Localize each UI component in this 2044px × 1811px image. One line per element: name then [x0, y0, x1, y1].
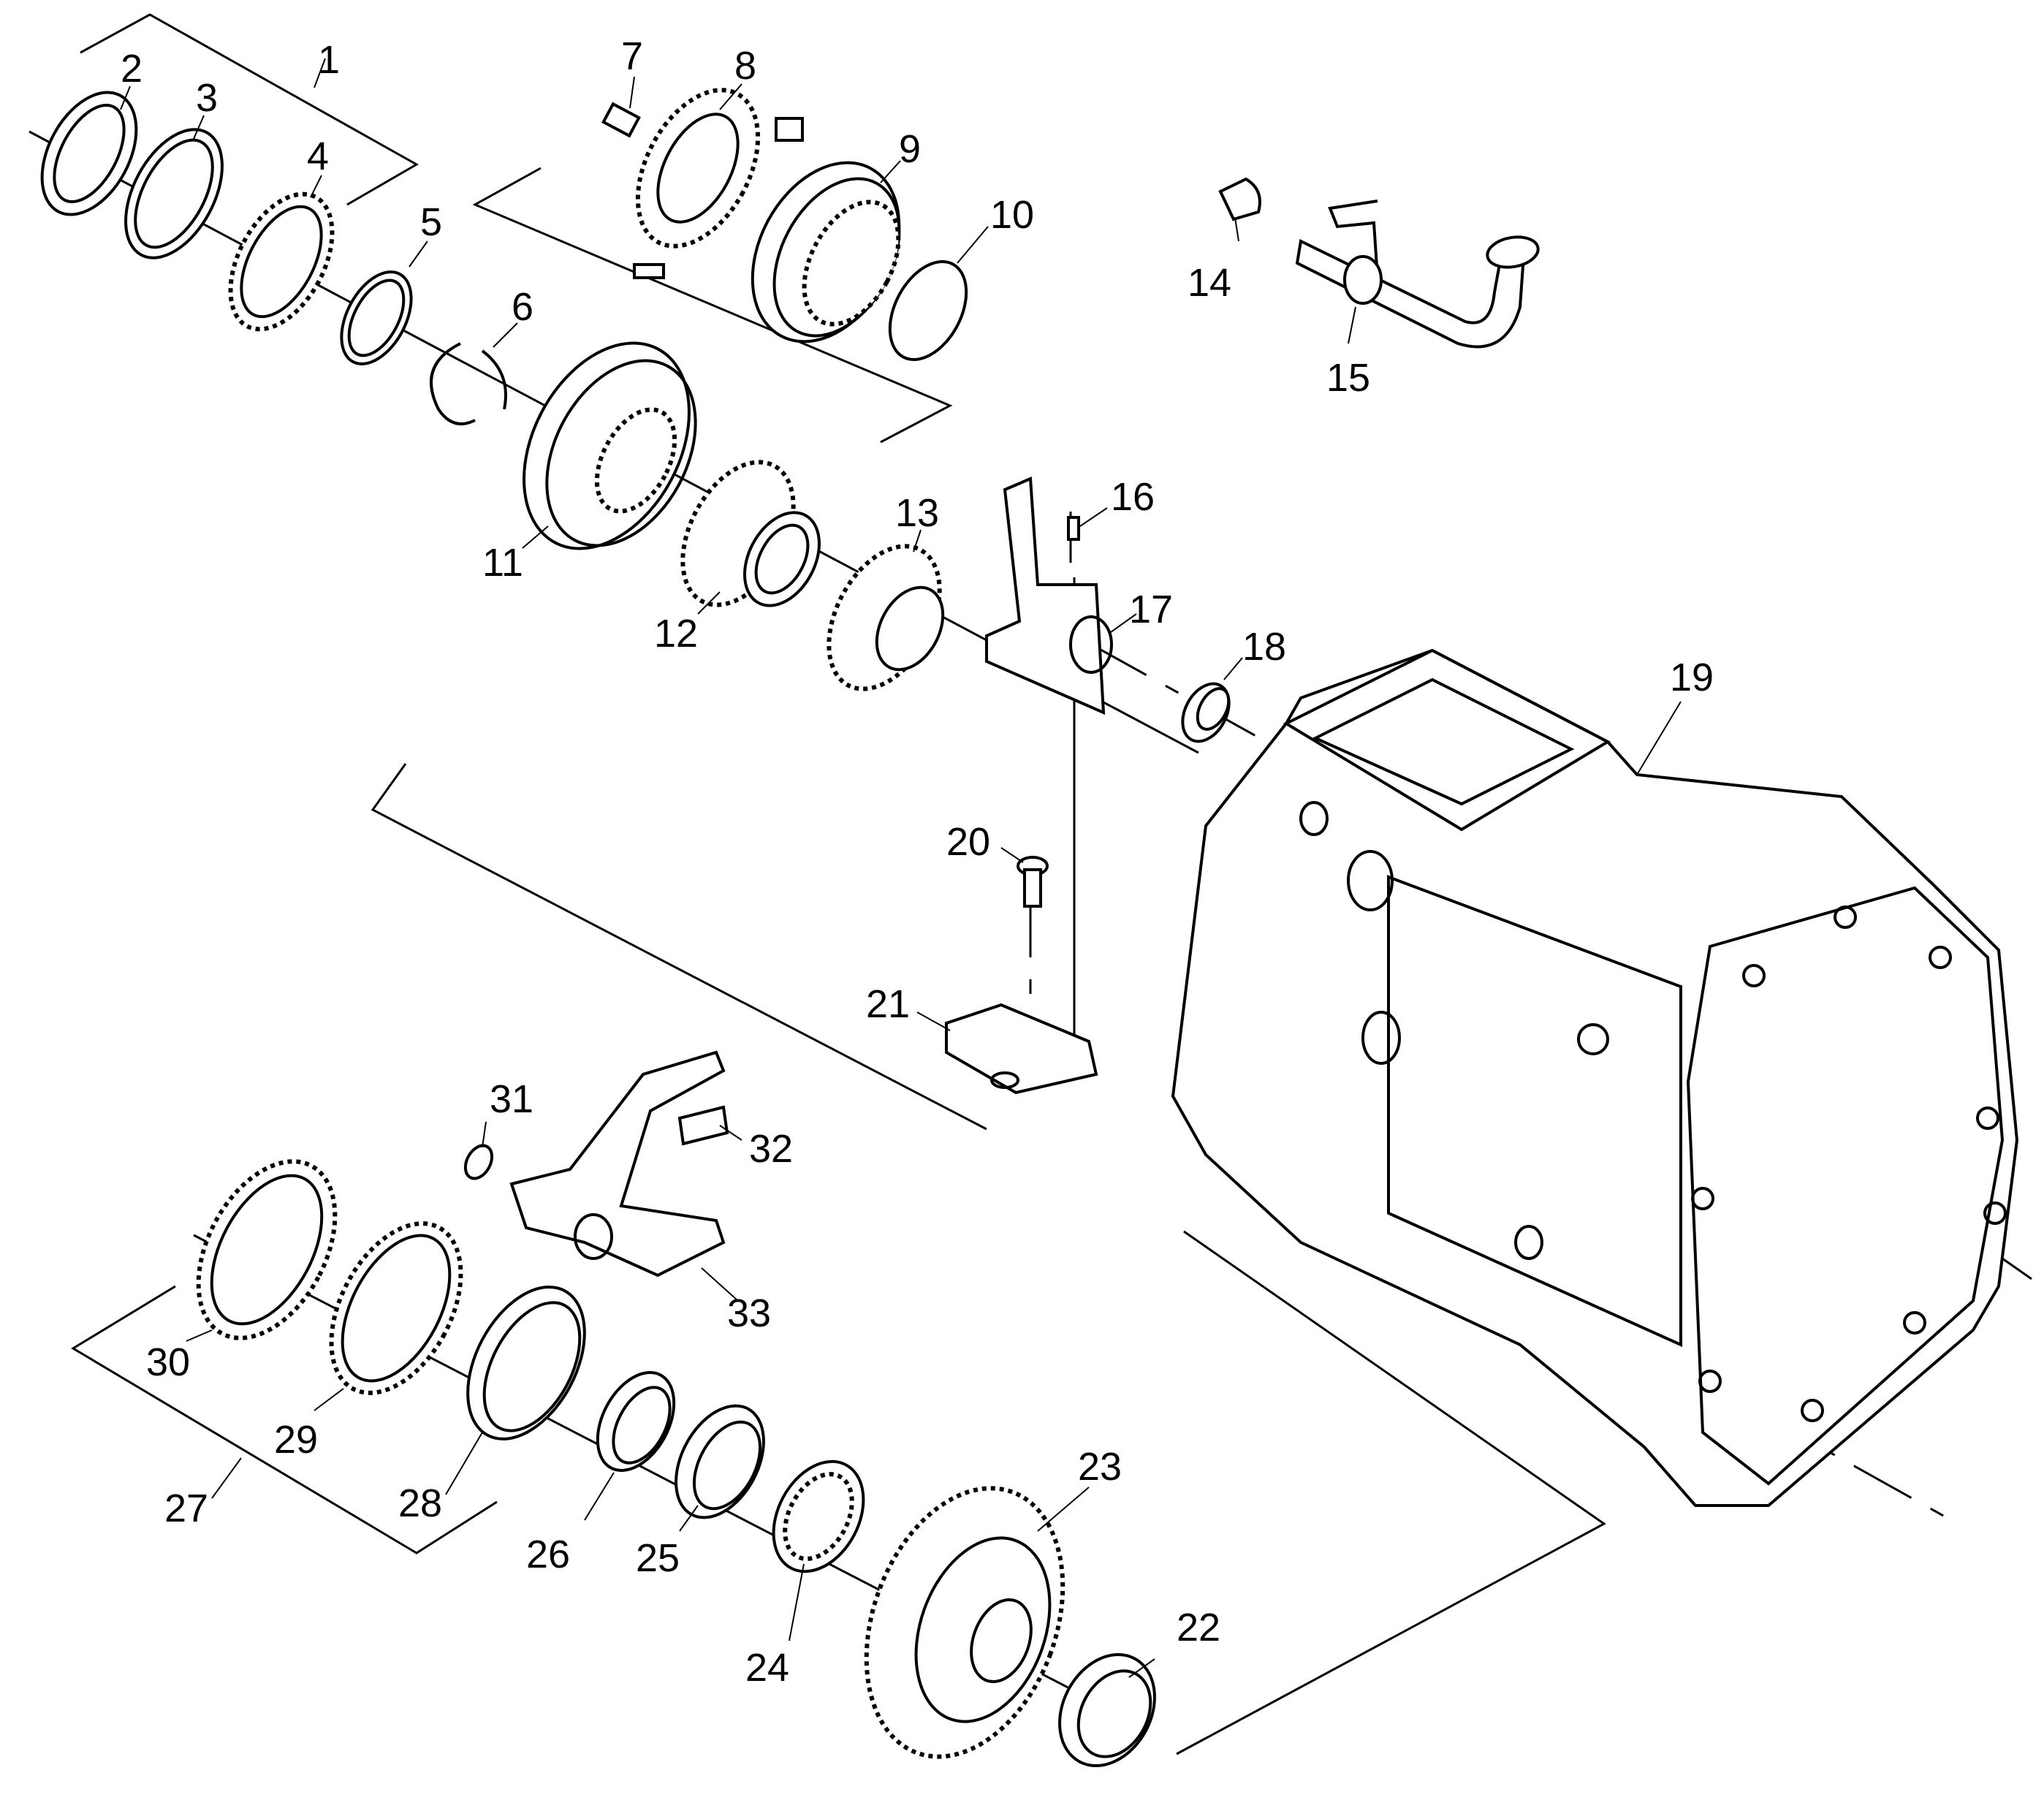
part-33-fork	[509, 1050, 726, 1277]
part-6-snap-ring	[430, 342, 507, 425]
callout-29: 29	[274, 1418, 318, 1462]
callout-9: 9	[899, 127, 921, 171]
group-bracket-23	[371, 763, 1606, 1755]
callout-25: 25	[636, 1536, 680, 1580]
callout-33: 33	[727, 1291, 771, 1335]
part-5-ring	[340, 270, 413, 365]
callout-2: 2	[121, 47, 143, 91]
part-16-pin	[1067, 516, 1080, 541]
callout-30: 30	[146, 1340, 190, 1384]
callout-8: 8	[734, 44, 756, 88]
callout-13: 13	[895, 491, 939, 535]
callout-32: 32	[749, 1127, 793, 1171]
callout-11: 11	[482, 541, 523, 585]
part-13-gear	[827, 544, 945, 691]
callout-27: 27	[164, 1487, 208, 1530]
group-bracket-9	[472, 167, 953, 444]
callout-6: 6	[512, 285, 533, 329]
part-2-ring	[40, 91, 138, 216]
callout-labels: 1 2 3 4 5 6 7 8 9 10 11 12 13 14 15 16 1…	[121, 34, 1714, 1690]
part-14-fitting	[1218, 177, 1261, 221]
part-12-gear	[680, 460, 821, 607]
callout-17: 17	[1129, 588, 1173, 631]
callout-21: 21	[866, 982, 910, 1026]
part-7-key	[601, 102, 641, 138]
callout-5: 5	[420, 200, 442, 244]
callout-10: 10	[990, 193, 1034, 237]
callout-14: 14	[1188, 261, 1231, 305]
part-15-tube	[1295, 200, 1540, 349]
group-bracket-27	[71, 1285, 498, 1554]
part-19-case	[1171, 648, 2019, 1507]
part-3-ring	[124, 128, 224, 259]
part-10-ring	[888, 260, 968, 361]
callout-28: 28	[398, 1481, 442, 1525]
part-32-pad	[677, 1105, 729, 1146]
callout-20: 20	[946, 820, 990, 864]
callout-22: 22	[1177, 1606, 1220, 1649]
callout-31: 31	[490, 1077, 533, 1121]
callout-3: 3	[196, 76, 218, 120]
part-22-cup	[1058, 1652, 1156, 1768]
part-11-gear	[523, 341, 697, 550]
callout-12: 12	[654, 612, 698, 656]
callout-15: 15	[1326, 356, 1370, 400]
leader-lines	[120, 58, 1682, 1678]
callout-23: 23	[1078, 1445, 1122, 1489]
callout-7: 7	[621, 34, 643, 78]
callout-4: 4	[307, 134, 329, 178]
part-26-ring	[596, 1371, 676, 1472]
part-18-bushing	[1181, 682, 1231, 743]
part-9-sleeve	[751, 161, 901, 343]
part-23-gear	[864, 1486, 1065, 1759]
part-20-bolt	[1017, 856, 1049, 908]
part-25-ring	[675, 1404, 765, 1519]
callout-16: 16	[1111, 475, 1155, 519]
part-29-ring	[329, 1221, 463, 1395]
callout-19: 19	[1670, 656, 1714, 699]
callout-24: 24	[745, 1646, 789, 1690]
callout-1: 1	[318, 38, 340, 82]
part-31-ring	[463, 1144, 494, 1180]
callout-18: 18	[1242, 625, 1286, 669]
part-4-ring	[228, 191, 335, 332]
part-21-bracket	[945, 1003, 1098, 1095]
group-bracket-1	[80, 13, 419, 206]
part-17-block	[985, 477, 1113, 715]
part-28-ring	[466, 1286, 586, 1440]
callout-26: 26	[526, 1533, 570, 1576]
part-8-hub	[633, 88, 804, 279]
part-30-ring	[196, 1159, 338, 1340]
part-24-bearing	[772, 1459, 865, 1573]
